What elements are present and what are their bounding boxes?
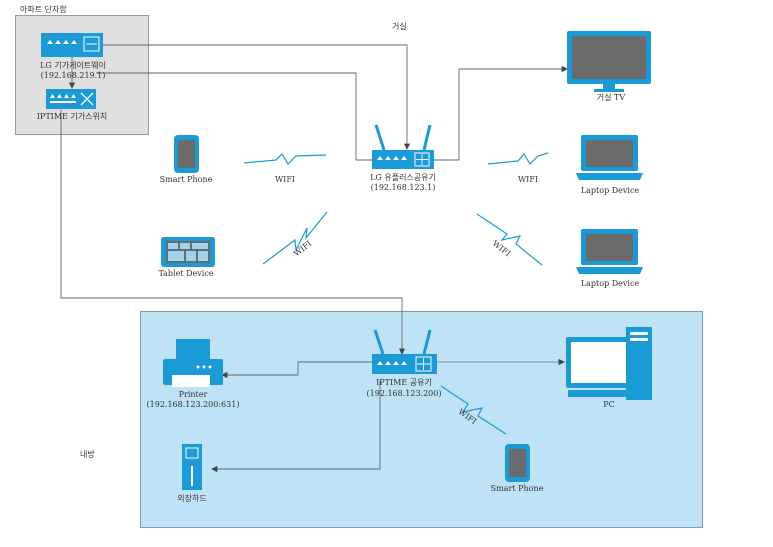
living-room-label: 거실 [392, 22, 407, 31]
smartphone-living-label: Smart Phone [159, 175, 213, 184]
wire-gateway-to-lgrouter [103, 44, 411, 150]
printer-label: Printer [178, 390, 208, 399]
smartphone-living-icon [174, 135, 199, 173]
iptime-switch-label: IPTIME 기가스위치 [36, 112, 108, 121]
inner-room-label: 내방 [80, 450, 95, 459]
external-hdd-icon [182, 444, 202, 490]
lg-gateway-icon [41, 33, 103, 57]
wire-lgrouter-to-tv [432, 65, 568, 161]
iptime-switch-icon [46, 89, 96, 109]
wifi-bolt-tablet [262, 211, 328, 265]
laptop-1-label: Laptop Device [580, 186, 640, 195]
pc-icon [566, 327, 652, 400]
tablet-icon [161, 237, 215, 267]
wifi-bolt-room-phone [440, 385, 507, 435]
iptime-router-icon [372, 329, 437, 374]
printer-ip: (192.168.123.200:631) [146, 400, 240, 409]
iptime-router-label: IPTIME 공유기 [376, 378, 432, 387]
lg-router-label: LG 유플러스공유기 [370, 173, 436, 182]
wire-switch-to-iptime [60, 110, 406, 355]
lg-gateway-ip: (192.168.219.1) [40, 71, 106, 80]
wire-iptime-to-hdd [211, 381, 381, 473]
laptop-2-icon [576, 229, 643, 274]
wifi-label-laptop1: WIFI [517, 175, 539, 184]
wifi-bolt-phone [243, 153, 327, 165]
tablet-label: Tablet Device [158, 269, 214, 278]
living-tv-label: 거실 TV [596, 93, 626, 102]
lg-router-icon [372, 124, 434, 169]
wifi-label-phone: WIFI [274, 175, 296, 184]
external-hdd-label: 외장하드 [177, 494, 207, 503]
wire-switch-to-lgrouter [96, 72, 372, 161]
iptime-router-ip: (192.168.123.200) [366, 389, 442, 398]
pc-label: PC [603, 400, 615, 409]
lg-router-ip: (192.168.123.1) [370, 183, 436, 192]
laptop-2-label: Laptop Device [580, 279, 640, 288]
living-tv-icon [567, 31, 651, 92]
wifi-bolt-laptop2 [476, 213, 543, 266]
wire-iptime-to-printer [221, 361, 372, 379]
apartment-zone-label: 아파트 단자함 [20, 5, 67, 14]
printer-icon [163, 339, 223, 387]
smartphone-room-icon [505, 444, 530, 482]
laptop-1-icon [576, 135, 643, 180]
lg-gateway-label: LG 기가게이트웨이 [40, 61, 106, 70]
wifi-bolt-laptop1 [487, 152, 549, 165]
smartphone-room-label: Smart Phone [490, 484, 544, 493]
